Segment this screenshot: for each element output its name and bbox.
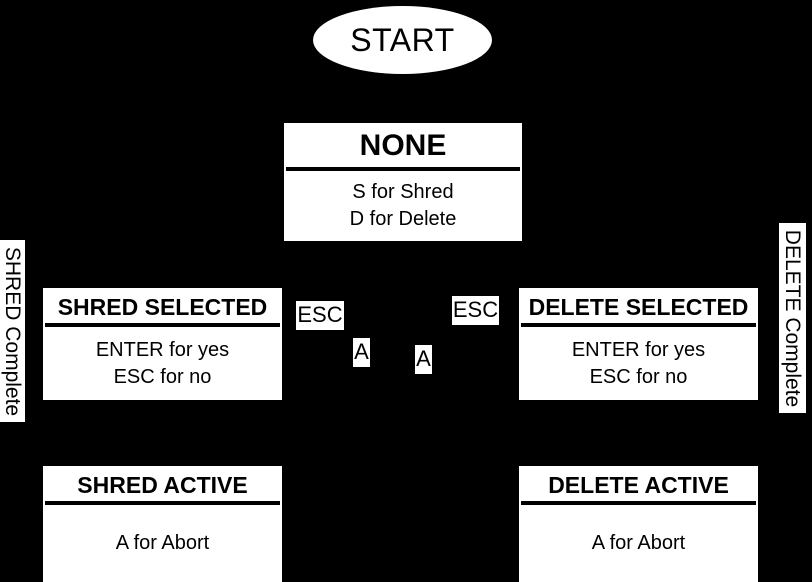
edge-label-esc-left: ESC [296, 301, 344, 330]
state-title-wrap-none: NONE [284, 123, 522, 167]
state-title-wrap-delete-active: DELETE ACTIVE [519, 466, 758, 501]
state-divider-none [286, 166, 520, 171]
state-divider-shred-active [45, 501, 280, 506]
start-node-label: START [350, 22, 455, 58]
edge-label-shred-complete: SHRED Complete [0, 240, 25, 422]
edge-label-abort-left: A [353, 338, 370, 367]
state-line-delete-active-0: A for Abort [591, 532, 686, 555]
edge-label-delete-complete-text: DELETE Complete [781, 229, 804, 407]
state-box-delete-active[interactable]: DELETE ACTIVE A for Abort [519, 466, 758, 582]
state-body-shred-selected: ENTER for yes ESC for no [43, 327, 282, 400]
start-node[interactable]: START [313, 6, 492, 74]
state-title-delete-active: DELETE ACTIVE [548, 472, 729, 498]
state-title-delete-selected: DELETE SELECTED [528, 294, 749, 320]
state-body-delete-selected: ENTER for yes ESC for no [519, 327, 758, 400]
state-title-wrap-shred-active: SHRED ACTIVE [43, 466, 282, 501]
state-title-shred-active: SHRED ACTIVE [77, 472, 248, 498]
state-line-shred-selected-1: ESC for no [113, 365, 212, 388]
state-body-none: S for Shred D for Delete [284, 171, 522, 242]
state-box-none[interactable]: NONE S for Shred D for Delete [284, 123, 522, 241]
edge-label-abort-right: A [415, 345, 432, 374]
edge-label-esc-right: ESC [452, 296, 499, 325]
state-divider-delete-selected [521, 323, 756, 328]
state-title-none: NONE [359, 129, 447, 162]
state-box-shred-selected[interactable]: SHRED SELECTED ENTER for yes ESC for no [43, 288, 282, 400]
state-line-shred-active-0: A for Abort [115, 532, 210, 555]
state-line-delete-selected-0: ENTER for yes [571, 338, 706, 361]
state-line-none-0: S for Shred [352, 180, 454, 203]
state-title-wrap-delete-selected: DELETE SELECTED [519, 288, 758, 323]
state-title-wrap-shred-selected: SHRED SELECTED [43, 288, 282, 323]
state-divider-delete-active [521, 501, 756, 506]
state-box-shred-active[interactable]: SHRED ACTIVE A for Abort [43, 466, 282, 582]
state-line-delete-selected-1: ESC for no [589, 365, 688, 388]
state-line-none-1: D for Delete [349, 207, 457, 230]
edge-label-delete-complete: DELETE Complete [779, 223, 806, 413]
state-divider-shred-selected [45, 323, 280, 328]
state-line-shred-selected-0: ENTER for yes [95, 338, 230, 361]
edge-label-shred-complete-text: SHRED Complete [1, 246, 25, 416]
state-body-delete-active: A for Abort [519, 505, 758, 582]
state-box-delete-selected[interactable]: DELETE SELECTED ENTER for yes ESC for no [519, 288, 758, 400]
state-title-shred-selected: SHRED SELECTED [57, 294, 268, 320]
state-body-shred-active: A for Abort [43, 505, 282, 582]
